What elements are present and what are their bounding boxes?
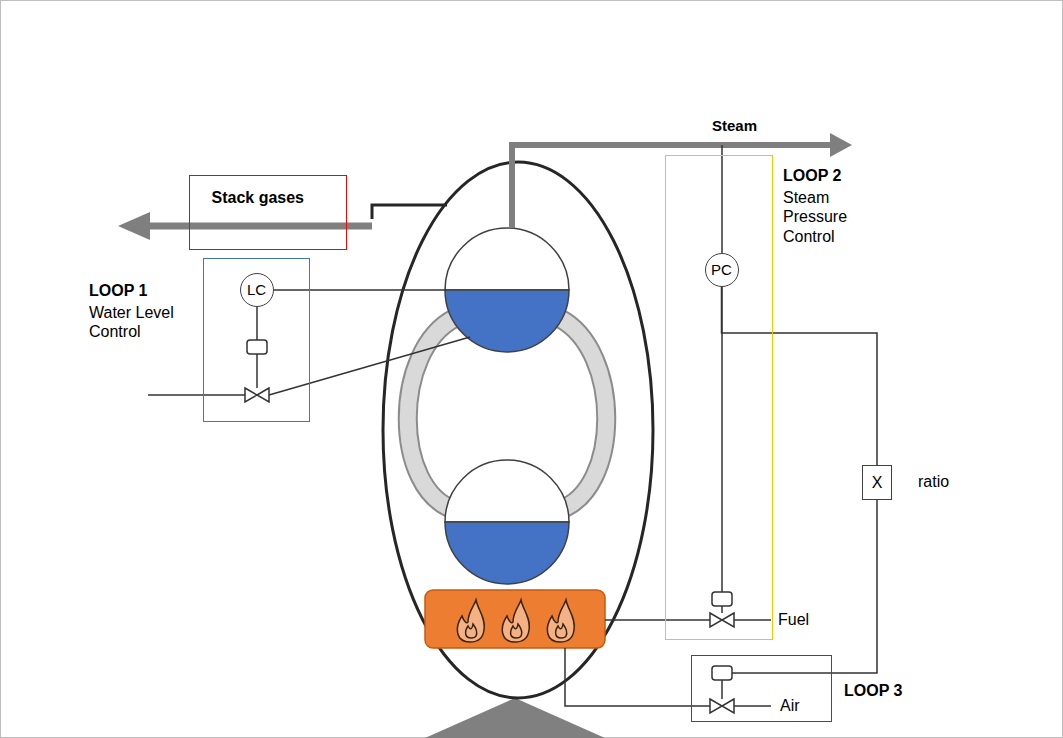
stack-gas-arrowhead (118, 212, 150, 240)
feedwater-line (269, 337, 470, 395)
loop-boundary: LOOP 1Water Level ControlLC (203, 258, 310, 422)
air-label: Air (780, 696, 800, 715)
controller-tag: LC (247, 281, 266, 299)
steam-arrowhead (830, 133, 852, 157)
pressure-sensing-line (721, 145, 723, 253)
pressure-controller: PC (705, 253, 739, 287)
valve-actuator (712, 666, 732, 680)
fuel-label: Fuel (778, 610, 809, 629)
riser-tube (408, 318, 455, 510)
valve-stem (721, 680, 723, 699)
loop-caption: LOOP 3 (844, 681, 928, 703)
air-line (734, 705, 771, 707)
control-valve (710, 613, 734, 627)
flame (547, 600, 574, 642)
stack-gases-box: Stack gases (189, 175, 347, 250)
boiler-base (425, 698, 605, 738)
stack-gas-arrow (148, 223, 372, 230)
control-valve (245, 388, 269, 402)
air-line (565, 648, 710, 706)
flue-duct (372, 205, 447, 219)
loop-caption: LOOP 2 Steam Pressure Control (783, 166, 867, 246)
valve-actuator (712, 592, 732, 606)
fuel-line (605, 619, 710, 621)
loop-title: LOOP 3 (844, 681, 928, 700)
control-valve (710, 699, 734, 713)
box-title: Stack gases (212, 188, 338, 207)
flame (502, 600, 529, 642)
loop-description: Water Level Control (89, 303, 193, 341)
loop-title: LOOP 2 (783, 166, 867, 185)
valve-actuator (247, 340, 267, 354)
steam-label: Steam (712, 117, 757, 135)
feedwater-line (148, 394, 245, 396)
flames (457, 600, 574, 642)
valve-stem (256, 354, 258, 388)
loop-boundary: LOOP 3 (691, 655, 832, 722)
valve-stem (721, 606, 723, 613)
furnace (425, 590, 605, 648)
boiler-shell (383, 162, 653, 698)
level-sensing-line (274, 289, 446, 291)
loop-boundary: LOOP 2Steam Pressure ControlPC (665, 155, 773, 640)
function-symbol: X (872, 473, 883, 492)
drum-water (445, 522, 569, 584)
level-loop-wiring (148, 290, 470, 395)
flame (457, 600, 484, 642)
signal-connector (722, 287, 878, 466)
mud-drum (445, 460, 569, 522)
signal-line (732, 672, 832, 674)
steam-drum (445, 228, 569, 290)
controller-tag: PC (711, 261, 732, 279)
fuel-line (734, 619, 771, 621)
downcomer-tube (559, 318, 606, 510)
ratio-block: X (862, 465, 892, 500)
loop-description: Steam Pressure Control (783, 188, 867, 246)
downcomer-tube (559, 318, 606, 510)
signal-connector (832, 500, 877, 673)
riser-tube (408, 318, 455, 510)
ratio-label: ratio (918, 472, 949, 491)
drum-water (445, 290, 569, 352)
pressure-loop-wiring (605, 145, 771, 620)
level-controller: LC (240, 273, 274, 307)
loop-caption: LOOP 1 Water Level Control (89, 281, 193, 342)
loop-title: LOOP 1 (89, 281, 193, 300)
signal-line (256, 307, 258, 340)
